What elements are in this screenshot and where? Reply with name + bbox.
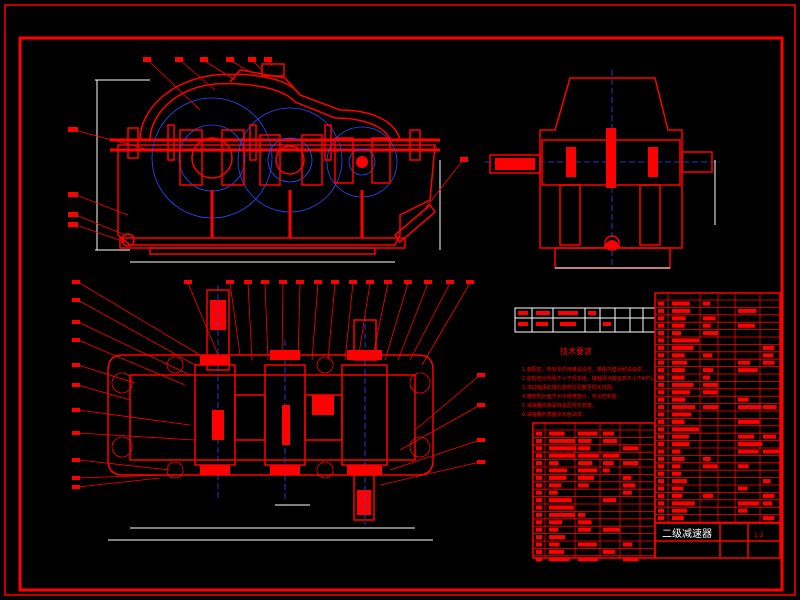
drawing-title: 二级减速器: [662, 528, 712, 540]
spec-table: [514, 307, 656, 333]
tech-requirement-2: 2.齿轮啮合侧隙不小于规定值，接触斑点按齿高不小于40%。: [522, 375, 658, 382]
parts-list: [532, 292, 781, 562]
plan-view: [72, 280, 485, 541]
tech-requirement-3: 3.滚动轴承的轴向游隙应调整至规定范围。: [522, 384, 617, 391]
tech-requirement-4: 4.箱体剖分面不允许使用垫片，可涂密封胶。: [522, 393, 622, 400]
sheet-border: [4, 4, 796, 596]
tech-requirement-1: 1.装配前，所有零件用煤油清洗，箱体内壁涂耐油油漆。: [522, 366, 647, 373]
technical-requirements: 技术要求 1.装配前，所有零件用煤油清洗，箱体内壁涂耐油油漆。 2.齿轮啮合侧隙…: [522, 346, 658, 418]
title-block: 二级减速器 1:2: [654, 522, 781, 559]
tech-requirement-5: 5.减速器内装润滑油至规定高度。: [522, 402, 597, 409]
front-view: [68, 57, 468, 263]
side-view: [485, 70, 720, 269]
tech-requirement-6: 6.减速器外表面涂灰色油漆。: [522, 411, 587, 418]
tech-requirements-title: 技术要求: [560, 346, 592, 356]
scale-label: 1:2: [754, 532, 764, 539]
